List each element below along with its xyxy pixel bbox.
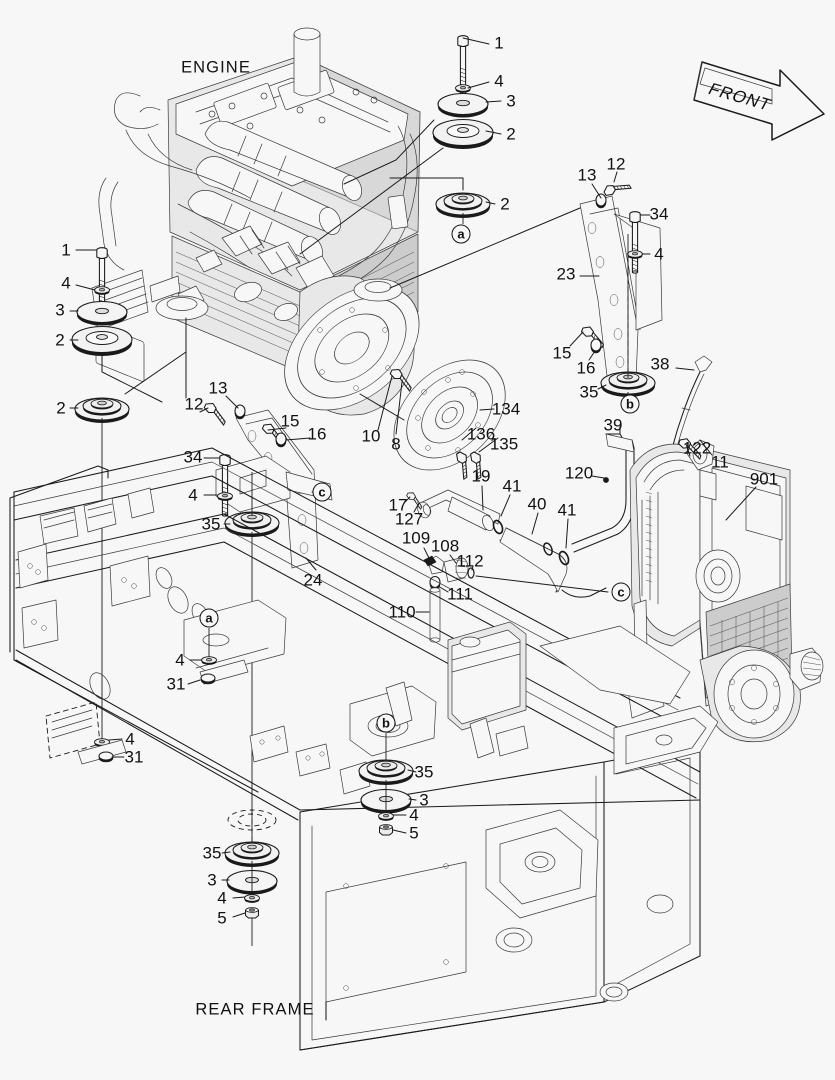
callout-number: 35: [201, 514, 221, 534]
callout-number: 134: [491, 399, 521, 419]
rear-frame: [9, 447, 719, 1051]
callout-number: 3: [207, 870, 217, 890]
flywheel-housing: [284, 275, 420, 416]
callout-number: 16: [576, 358, 596, 378]
section-label: ENGINE: [181, 58, 251, 77]
circle-reference-b: b: [620, 394, 640, 414]
hardware-left-rail: [77, 738, 127, 765]
callout-number: 4: [61, 273, 71, 293]
callout-number: 31: [124, 747, 144, 767]
oil-tube-group: [403, 485, 607, 598]
callout-number: 5: [217, 908, 227, 928]
callout-number: 2: [56, 398, 66, 418]
circle-reference-a: a: [199, 608, 219, 628]
callout-number: 4: [654, 244, 664, 264]
callout-number: 41: [557, 500, 577, 520]
callout-number: 16: [307, 424, 327, 444]
flex-plate-134: [359, 359, 506, 480]
callout-number: 111: [447, 584, 473, 604]
circle-reference-c: c: [312, 482, 332, 502]
callout-number: 127: [394, 509, 424, 529]
transmission-901: [627, 436, 824, 743]
callout-number: 34: [649, 204, 669, 224]
callout-number: 2: [506, 124, 516, 144]
bracket-23-assembly: [389, 171, 663, 398]
callout-number: 120: [564, 463, 594, 483]
callout-number: 13: [208, 378, 228, 398]
mount-stack-upper-right: [299, 35, 502, 255]
callout-number: 4: [175, 650, 185, 670]
callout-number: 2: [55, 330, 65, 350]
callout-number: 11: [711, 452, 729, 472]
callout-number: 35: [579, 382, 599, 402]
section-label: REAR FRAME: [195, 1000, 315, 1019]
callout-number: 10: [361, 426, 381, 446]
callout-number: 12: [184, 394, 204, 414]
callout-number: 3: [419, 790, 429, 810]
callout-number: 17: [388, 495, 408, 515]
callout-number: 110: [388, 602, 416, 622]
circle-reference-b: b: [376, 713, 396, 733]
circle-reference-c: c: [611, 582, 631, 602]
callout-number: 40: [527, 494, 547, 514]
hardware-a-pad: [187, 628, 249, 685]
sensor-group: [415, 547, 609, 643]
callout-number: 41: [502, 476, 522, 496]
callout-number: 1: [61, 240, 71, 260]
engine-assembly: [91, 27, 421, 416]
callout-number: 3: [506, 91, 516, 111]
hardware-b-stack: [358, 733, 417, 836]
callout-number: 31: [166, 674, 186, 694]
callout-number: 34: [183, 447, 203, 467]
callout-number: 1: [494, 33, 504, 53]
callout-number: 112: [456, 551, 484, 571]
callout-number: 4: [188, 485, 198, 505]
callout-number: 13: [577, 165, 597, 185]
callout-number: 24: [303, 570, 323, 590]
callout-number: 12: [606, 154, 626, 174]
callout-number: 39: [603, 415, 623, 435]
callout-number: 108: [430, 536, 460, 556]
callout-number: 135: [489, 434, 519, 454]
callout-number: 2: [500, 194, 510, 214]
front-arrow-graphic: [693, 61, 825, 141]
callout-number: 4: [217, 888, 227, 908]
callout-number: 35: [414, 762, 434, 782]
callout-number: 19: [471, 466, 491, 486]
circle-reference-a: a: [451, 224, 471, 244]
callout-number: 38: [650, 354, 670, 374]
callout-number: 109: [401, 528, 431, 548]
callout-number: 5: [409, 823, 419, 843]
hardware-center-stack: [221, 810, 280, 946]
callout-number: 122: [682, 438, 712, 458]
callout-number: 4: [125, 729, 135, 749]
callout-number: 901: [749, 469, 779, 489]
callout-number: 15: [552, 343, 572, 363]
callout-number: 35: [202, 843, 222, 863]
callout-number: 15: [280, 411, 300, 431]
callout-number: 136: [466, 424, 496, 444]
callout-number: 4: [409, 805, 419, 825]
callout-number: 4: [494, 71, 504, 91]
callout-number: 3: [55, 300, 65, 320]
callout-number: 8: [391, 434, 401, 454]
callout-number: 23: [556, 264, 576, 284]
